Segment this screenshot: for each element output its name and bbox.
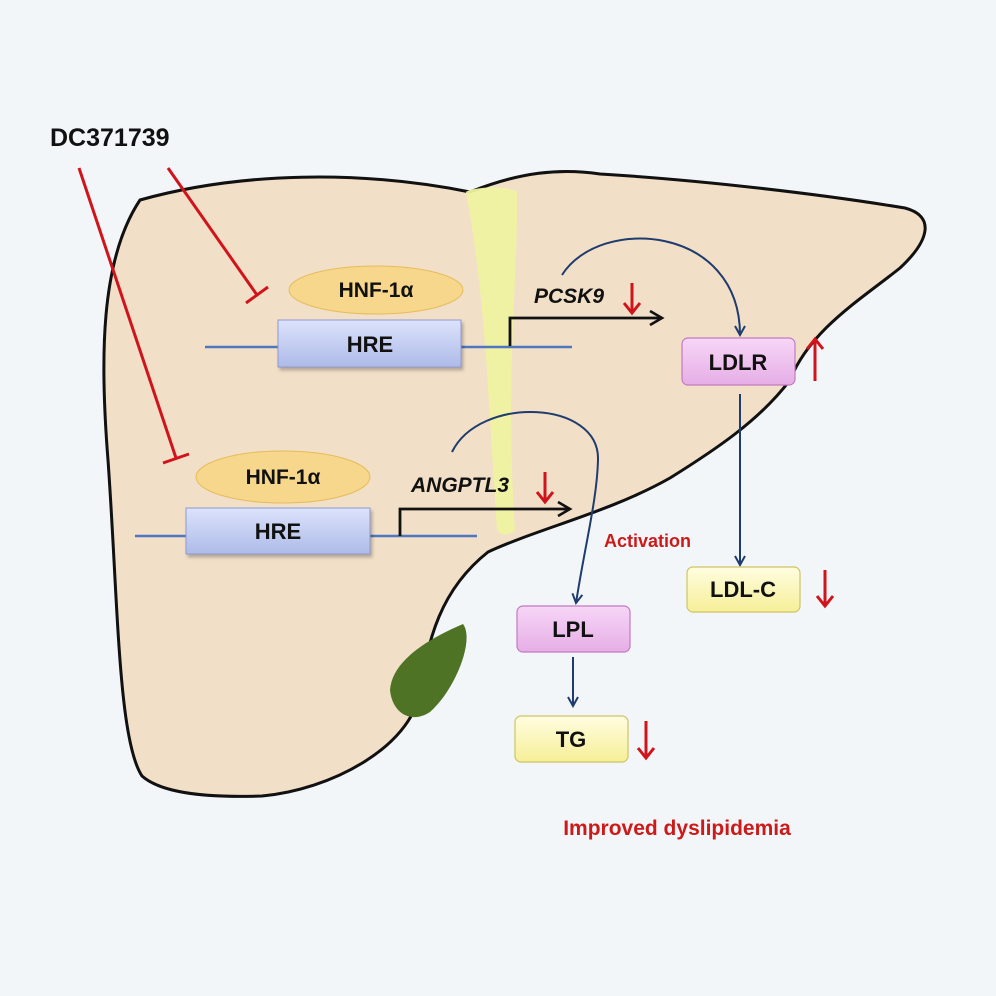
activation-label: Activation <box>604 531 691 551</box>
outcome-label: Improved dyslipidemia <box>563 817 791 840</box>
transcription-arrow-lower <box>398 509 570 536</box>
inhibition-lines <box>77 167 269 465</box>
gallbladder <box>390 624 467 718</box>
inhibit-line-upper <box>166 167 259 296</box>
tg-label: TG <box>556 727 587 752</box>
hre-label-lower: HRE <box>255 519 301 544</box>
tg-box <box>514 715 629 763</box>
ldlc-label: LDL-C <box>710 577 776 602</box>
angptl3-down-arrow-icon <box>535 472 555 505</box>
hnf1a-ellipse-lower <box>195 450 371 504</box>
inhibit-line-lower <box>77 167 178 459</box>
hre-box-lower <box>185 507 371 555</box>
hre-label-upper: HRE <box>347 332 393 357</box>
hnf1a-label-upper: HNF-1α <box>339 279 414 302</box>
hnf1a-label-lower: HNF-1α <box>246 466 321 489</box>
lpl-label: LPL <box>552 617 594 642</box>
regulation-arrows <box>535 283 835 761</box>
angptl3-to-lpl-arrow <box>451 411 600 603</box>
pcsk9-to-ldlr-arrow <box>561 237 740 335</box>
inhibit-bar-upper <box>245 285 269 305</box>
hre-box-upper <box>277 319 462 368</box>
hnf1a-ellipse-upper <box>288 265 464 315</box>
pcsk9-down-arrow-icon <box>622 283 642 316</box>
ldlc-down-arrow-icon <box>815 570 835 609</box>
transcription-arrow-upper <box>508 318 662 346</box>
ldlr-label: LDLR <box>709 350 768 375</box>
lpl-box <box>516 605 631 653</box>
ldlr-box <box>681 337 796 386</box>
tg-down-arrow-icon <box>636 721 656 761</box>
pcsk9-label: PCSK9 <box>534 285 604 308</box>
falciform-ligament <box>466 187 518 535</box>
angptl3-label: ANGPTL3 <box>410 474 509 497</box>
drug-label: DC371739 <box>50 124 170 152</box>
ldlc-box <box>686 566 801 613</box>
pathway-arrows <box>451 237 740 706</box>
inhibit-bar-lower <box>162 452 190 465</box>
ldlr-up-arrow-icon <box>805 336 825 381</box>
